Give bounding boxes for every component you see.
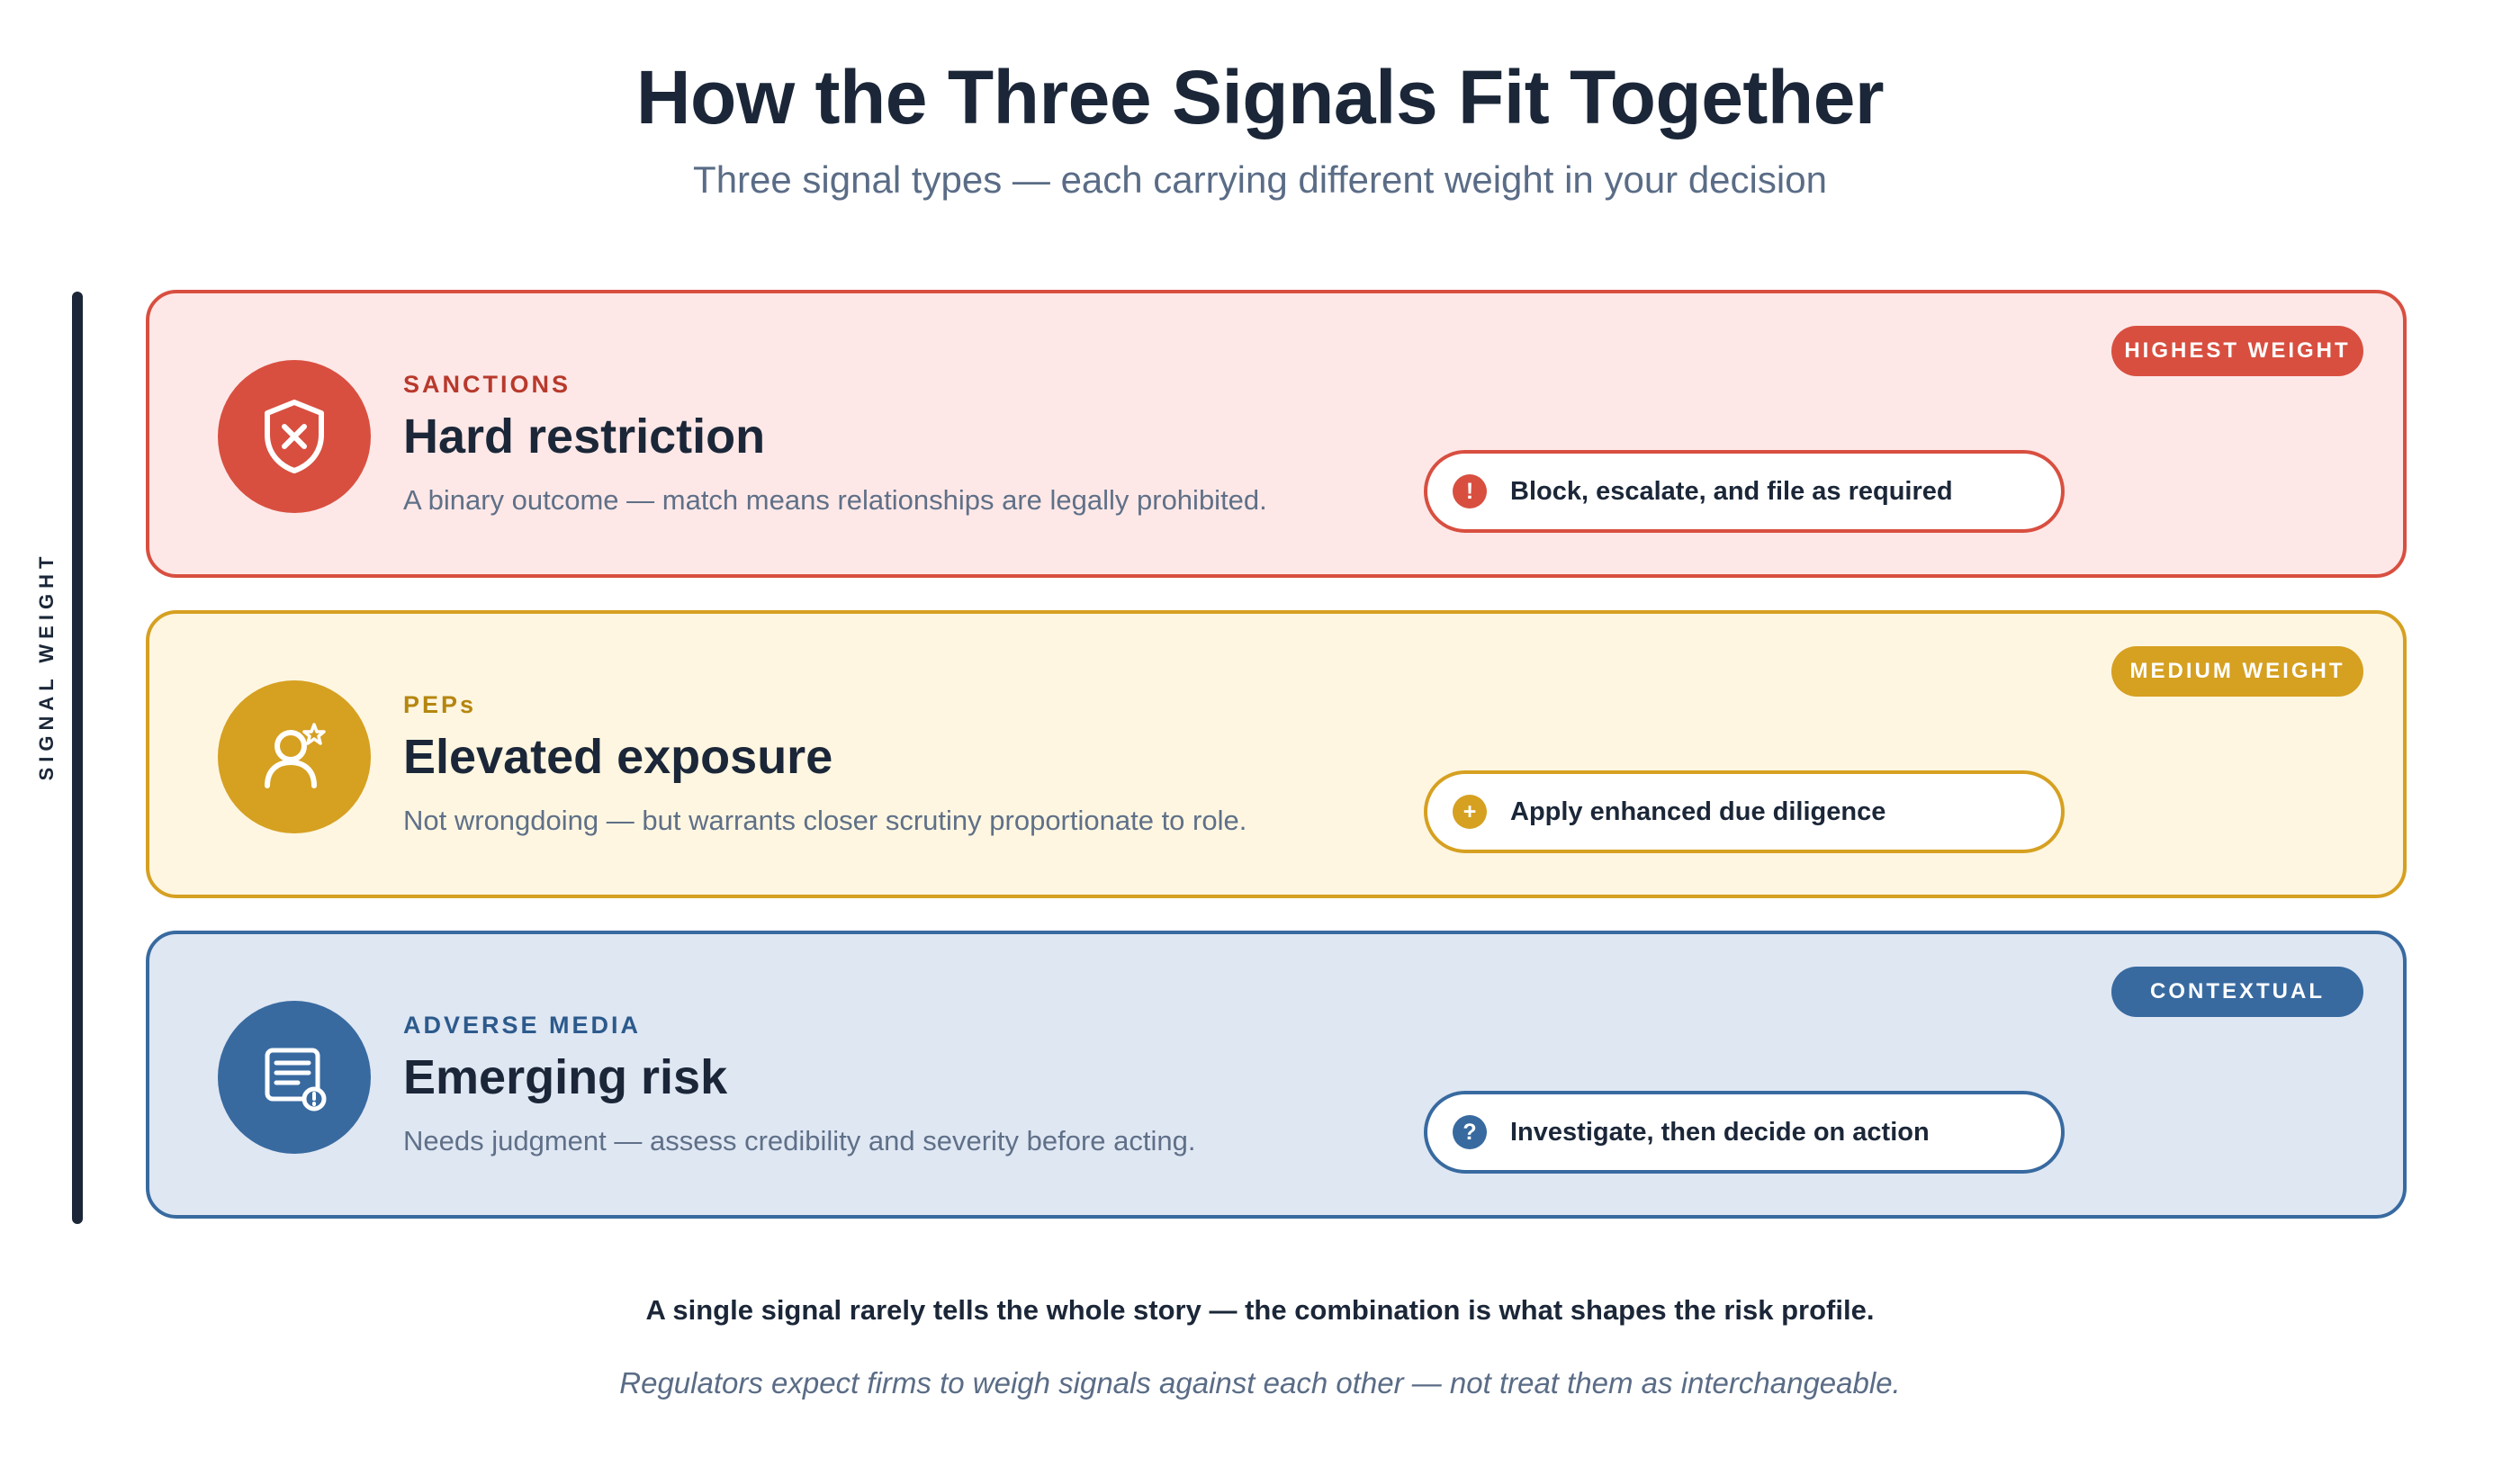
signal-description: A binary outcome — match means relations… (403, 484, 1267, 516)
news-alert-icon (265, 1048, 327, 1112)
footer-summary: A single signal rarely tells the whole s… (645, 1294, 1875, 1326)
signal-action-pill: + Apply enhanced due diligence (1424, 770, 2065, 853)
signal-description: Needs judgment — assess credibility and … (403, 1125, 1196, 1156)
signal-description: Not wrongdoing — but warrants closer scr… (403, 805, 1247, 836)
page-title: How the Three Signals Fit Together (635, 55, 1885, 140)
signal-card-peps: PEPs Elevated exposure Not wrongdoing — … (146, 610, 2407, 898)
signal-card-adverse-media: ADVERSE MEDIA Emerging risk Needs judgme… (146, 931, 2407, 1219)
axis-label-text: SIGNAL WEIGHT (35, 551, 58, 781)
exclamation-icon: ! (1453, 474, 1487, 508)
weight-badge: MEDIUM WEIGHT (2111, 646, 2363, 697)
adverse-media-icon-circle (218, 1001, 371, 1154)
weight-badge: HIGHEST WEIGHT (2111, 326, 2363, 376)
signal-card-sanctions: SANCTIONS Hard restriction A binary outc… (146, 290, 2407, 578)
signal-category: PEPs (403, 691, 477, 718)
signal-headline: Hard restriction (403, 410, 766, 464)
signal-action-pill: ? Investigate, then decide on action (1424, 1091, 2065, 1174)
person-star-icon (265, 723, 326, 788)
page-subtitle: Three signal types — each carrying diffe… (693, 158, 1827, 201)
signal-action-text: Block, escalate, and file as required (1510, 476, 1953, 506)
footer-note: Regulators expect firms to weigh signals… (619, 1366, 1901, 1400)
signal-weight-axis (72, 292, 83, 1224)
signal-headline: Elevated exposure (403, 730, 833, 784)
shield-x-icon (265, 400, 324, 473)
question-icon: ? (1453, 1115, 1487, 1149)
signal-headline: Emerging risk (403, 1050, 728, 1104)
signal-category: ADVERSE MEDIA (403, 1012, 642, 1039)
signal-action-text: Apply enhanced due diligence (1510, 796, 1886, 826)
peps-icon-circle (218, 680, 371, 833)
sanctions-icon-circle (218, 360, 371, 513)
signal-action-text: Investigate, then decide on action (1510, 1117, 1930, 1147)
signal-action-pill: ! Block, escalate, and file as required (1424, 450, 2065, 533)
plus-icon: + (1453, 795, 1487, 829)
signal-category: SANCTIONS (403, 371, 572, 398)
weight-badge: CONTEXTUAL (2111, 967, 2363, 1017)
